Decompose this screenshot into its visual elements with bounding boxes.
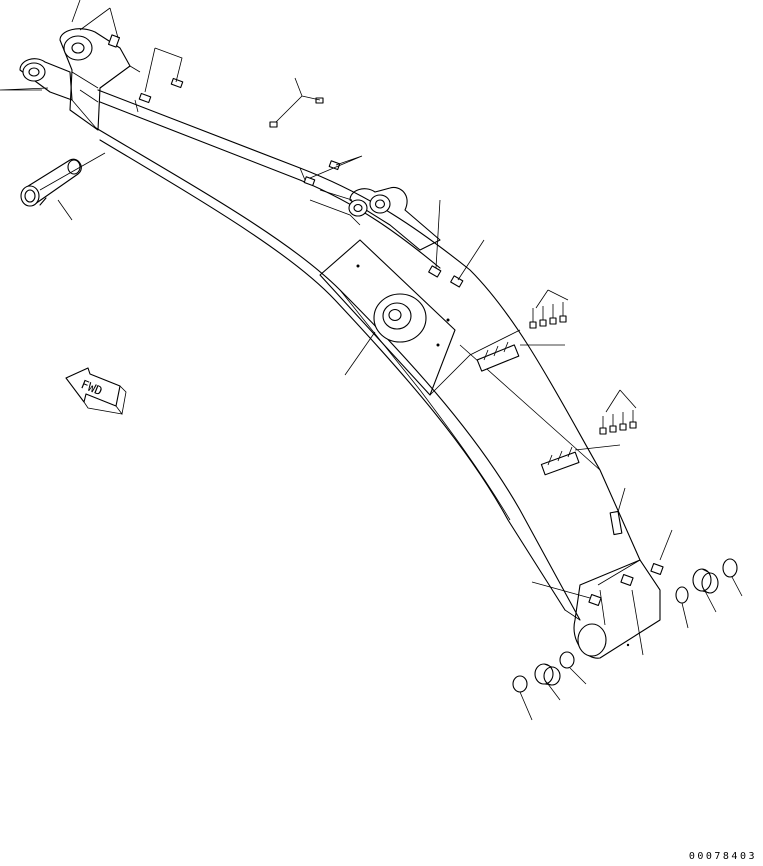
drawing-code: 00078403 <box>688 851 757 862</box>
nose-bushing-set-left <box>512 651 575 693</box>
arm-cylinder-bracket <box>309 186 441 251</box>
bolt-group-1 <box>529 302 567 329</box>
pipe-clamps <box>138 77 664 607</box>
bolt-group-2 <box>599 410 637 435</box>
fwd-direction-arrow: FWD <box>65 367 127 415</box>
nose-bushing-set-right <box>675 558 738 604</box>
boom-body <box>95 89 641 621</box>
foot-pin <box>20 158 82 207</box>
boom-foot <box>19 28 141 131</box>
boom-nose <box>564 559 661 659</box>
cylinder-mount-boss <box>356 264 450 347</box>
leader-lines <box>0 0 743 721</box>
